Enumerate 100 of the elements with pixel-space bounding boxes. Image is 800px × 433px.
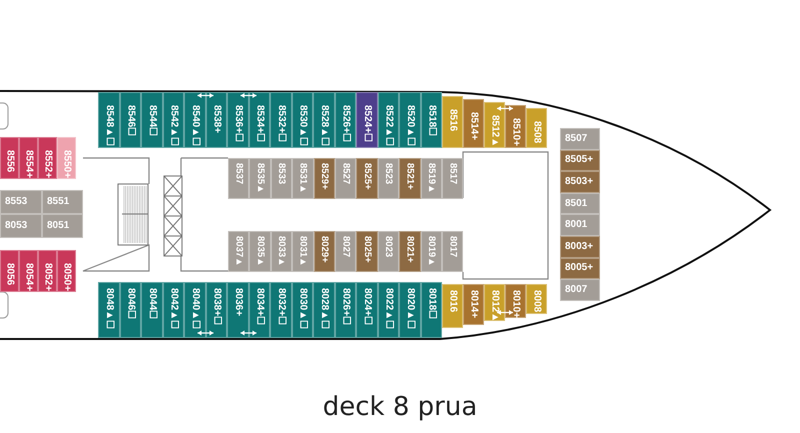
cabin-number: 8048▲☐ [104,288,114,330]
cabin-block [399,282,420,338]
cabin-block [270,158,292,199]
cabin-number: 8024+☐ [362,288,372,326]
cabin-number: 8556 [4,150,14,172]
cabin-number: 8510+ [510,118,520,146]
cabin-number: 8028▲☐ [318,288,329,330]
cabin-number: 8517 [448,163,458,184]
cabin-block [206,92,227,148]
cabin-number: 8548▲☐ [104,105,114,146]
cabin-number: 8531▲ [298,163,308,194]
cabin-block [356,231,378,272]
cabin-number: 8536+☐ [232,105,243,142]
cabin-block [120,92,141,148]
cabin-block [314,158,335,199]
cabin-block [399,158,421,199]
cabin-block [19,250,38,292]
cabin-block [378,231,400,272]
cabin-number: 8526+☐ [340,105,350,142]
connecting-arrow [497,106,513,111]
cabin-number: 8530▲☐ [297,105,308,146]
cabin-block [248,92,270,148]
cabin-number: 8042▲☐ [168,288,178,330]
cabin-number: 8553 [5,197,28,207]
cabin-block [442,158,464,199]
cabin-number: 8019▲ [426,236,436,267]
cabin-block [19,137,38,179]
cabin-block [292,158,314,199]
cabin-block [484,284,505,321]
cabin-number: 8554+ [24,150,34,178]
cabin-number: 8027 [340,236,350,258]
cabin-block [560,150,600,172]
cabin-number: 8534+☐ [254,105,264,142]
cabin-block [270,231,292,272]
cabin-block [378,282,399,338]
cabin-block [356,92,378,148]
cabin-number: 8003+ [565,242,594,252]
cabin-number: 8533 [276,163,286,184]
cabin-block [420,231,442,272]
cabin-number: 8550+ [62,150,72,178]
cabin-number: 8525+ [362,163,372,190]
cabin-block [420,92,442,148]
cabin-number: 8012▲ [490,290,500,322]
cabin-block [526,284,547,314]
cabin-number: 8054+ [24,263,34,292]
cabin-number: 8056 [4,263,14,286]
cabin-block [442,231,464,272]
cabin-block [442,284,463,328]
cabin-number: 8023 [384,236,394,258]
cabin-number: 8516 [448,109,458,132]
cabin-number: 8050+ [62,263,72,292]
cabin-block [57,250,76,292]
cabin-block [378,92,399,148]
cabin-number: 8021+ [405,236,415,263]
cabin-block [560,279,600,301]
cabin-number: 8010+ [510,290,520,318]
cabin-block [98,282,120,338]
cabin-number: 8036+ [232,288,243,316]
cabin-block [227,92,248,148]
cabin-number: 8540▲☐ [190,105,200,146]
cabin-number: 8519▲ [426,163,436,194]
cabin-block [378,158,400,199]
cabin-number: 8505+ [565,155,594,166]
cabin-number: 8518☐ [426,105,436,136]
cabin-block [292,92,313,148]
cabin-number: 8005+ [565,263,594,274]
cabin-block [248,282,270,338]
cabin-number: 8020▲☐ [404,288,415,330]
cabin-block [0,137,19,179]
cabin-number: 8018☐ [426,288,436,320]
cabin-block [313,282,334,338]
cabin-number: 8040▲☐ [190,288,200,330]
cabin-number: 8501 [565,198,588,209]
cabin-block [356,282,378,338]
cabin-block [184,282,206,338]
cabin-number: 8038+☐ [211,288,222,326]
cabin-number: 8508 [532,121,542,144]
cabin-number: 8025+ [362,236,372,263]
cabin-block [560,236,600,258]
connecting-arrow [240,330,256,336]
connecting-arrow [198,93,214,98]
cabin-block [356,158,378,199]
cabin-block [141,92,162,148]
cabin-block [526,108,547,148]
cabin-number: 8029+ [320,236,330,263]
cabin-block [162,282,184,338]
cabin-block [560,214,600,236]
cabin-block [184,92,206,148]
cabin-block [314,231,335,272]
cabin-number: 8001 [565,220,588,230]
cabin-block [38,250,57,292]
cabin-block [249,158,271,199]
cabin-block [463,284,484,324]
cabin-number: 8031▲ [298,236,308,267]
cabin-block [334,282,356,338]
cabin-number: 8046☐ [125,288,136,320]
cabin-block [442,96,463,148]
cabin-block [420,282,442,338]
cabin-block [270,92,292,148]
cabin-block [560,171,600,193]
